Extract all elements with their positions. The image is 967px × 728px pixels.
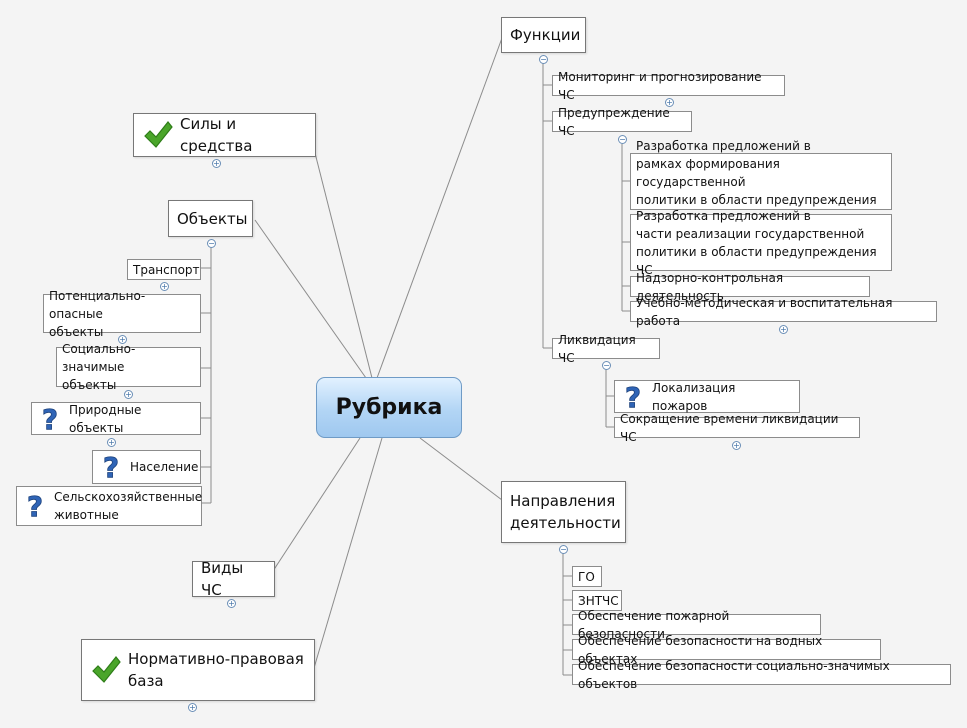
- expand-toggle[interactable]: +: [188, 703, 197, 712]
- subtopic-razrabotka-formirovaniya[interactable]: Разработка предложений в рамках формиров…: [630, 139, 892, 225]
- collapse-toggle[interactable]: −: [559, 545, 568, 554]
- expand-toggle[interactable]: +: [779, 325, 788, 334]
- question-mark-icon: ?: [102, 452, 119, 482]
- central-topic-label: Рубрика: [335, 395, 443, 420]
- expand-toggle[interactable]: +: [665, 98, 674, 107]
- expand-toggle[interactable]: +: [732, 441, 741, 450]
- expand-toggle[interactable]: +: [212, 159, 221, 168]
- subtopic-go[interactable]: ГО: [572, 566, 602, 587]
- topic-vidy-chs[interactable]: Виды ЧС: [192, 559, 275, 599]
- question-mark-icon: ?: [624, 382, 641, 412]
- subtopic-potencialno-opasnye[interactable]: Потенциально-опасные объекты: [43, 289, 201, 339]
- subtopic-naselenie[interactable]: ? Население: [92, 450, 201, 484]
- collapse-toggle[interactable]: −: [539, 55, 548, 64]
- subtopic-monitoring[interactable]: Мониторинг и прогнозирование ЧС: [552, 70, 785, 102]
- subtopic-transport[interactable]: Транспорт: [127, 259, 201, 280]
- expand-toggle[interactable]: +: [160, 282, 169, 291]
- subtopic-socialno-znachimye-obekty[interactable]: Обеспечение безопасности социально-значи…: [572, 659, 951, 691]
- subtopic-nadzorno-kontrolnaya[interactable]: Надзорно-контрольная деятельность: [630, 271, 870, 303]
- svg-text:?: ?: [625, 382, 641, 412]
- expand-toggle[interactable]: +: [227, 599, 236, 608]
- subtopic-socialno-znachimye[interactable]: Социально-значимые объекты: [56, 342, 201, 392]
- subtopic-pozharnaya-bezopasnost[interactable]: Обеспечение пожарной безопасности: [572, 609, 821, 641]
- svg-text:?: ?: [42, 404, 58, 434]
- subtopic-preduprezhdenie[interactable]: Предупреждение ЧС: [552, 106, 692, 138]
- subtopic-razrabotka-realizacii[interactable]: Разработка предложений в части реализаци…: [630, 209, 892, 277]
- question-mark-icon: ?: [26, 491, 43, 521]
- svg-text:?: ?: [103, 452, 119, 482]
- checkmark-icon: [92, 656, 121, 683]
- topic-funkcii[interactable]: Функции: [501, 17, 586, 53]
- central-topic[interactable]: Рубрика: [316, 377, 462, 438]
- expand-toggle[interactable]: +: [118, 335, 127, 344]
- collapse-toggle[interactable]: −: [618, 135, 627, 144]
- collapse-toggle[interactable]: −: [602, 361, 611, 370]
- subtopic-vodnye-obekty[interactable]: Обеспечение безопасности на водных объек…: [572, 634, 881, 666]
- checkmark-icon: [144, 121, 173, 148]
- expand-toggle[interactable]: +: [124, 390, 133, 399]
- subtopic-prirodnye-obekty[interactable]: ? Природные объекты: [31, 402, 201, 435]
- collapse-toggle[interactable]: −: [207, 239, 216, 248]
- subtopic-uchebno-metodicheskaya[interactable]: Учебно-методическая и воспитательная раб…: [630, 296, 937, 328]
- subtopic-sokrashchenie-vremeni[interactable]: Сокращение времени ликвидации ЧС: [614, 412, 860, 444]
- subtopic-selskohozyaystvennye[interactable]: ? Сельскохозяйственные животные: [16, 486, 202, 526]
- expand-toggle[interactable]: +: [107, 438, 116, 447]
- topic-normativno-pravovaya-baza[interactable]: Нормативно-правовая база: [81, 639, 315, 701]
- question-mark-icon: ?: [41, 404, 58, 434]
- subtopic-zntchs[interactable]: ЗНТЧС: [572, 590, 622, 611]
- topic-sily-i-sredstva[interactable]: Силы и средства: [133, 113, 316, 157]
- topic-obekty[interactable]: Объекты: [168, 200, 253, 237]
- svg-text:?: ?: [27, 491, 43, 521]
- subtopic-likvidaciya[interactable]: Ликвидация ЧС: [552, 333, 660, 365]
- topic-napravleniya-deyatelnosti[interactable]: Направления деятельности: [501, 481, 626, 543]
- subtopic-lokalizaciya-pozharov[interactable]: ? Локализация пожаров: [614, 380, 800, 413]
